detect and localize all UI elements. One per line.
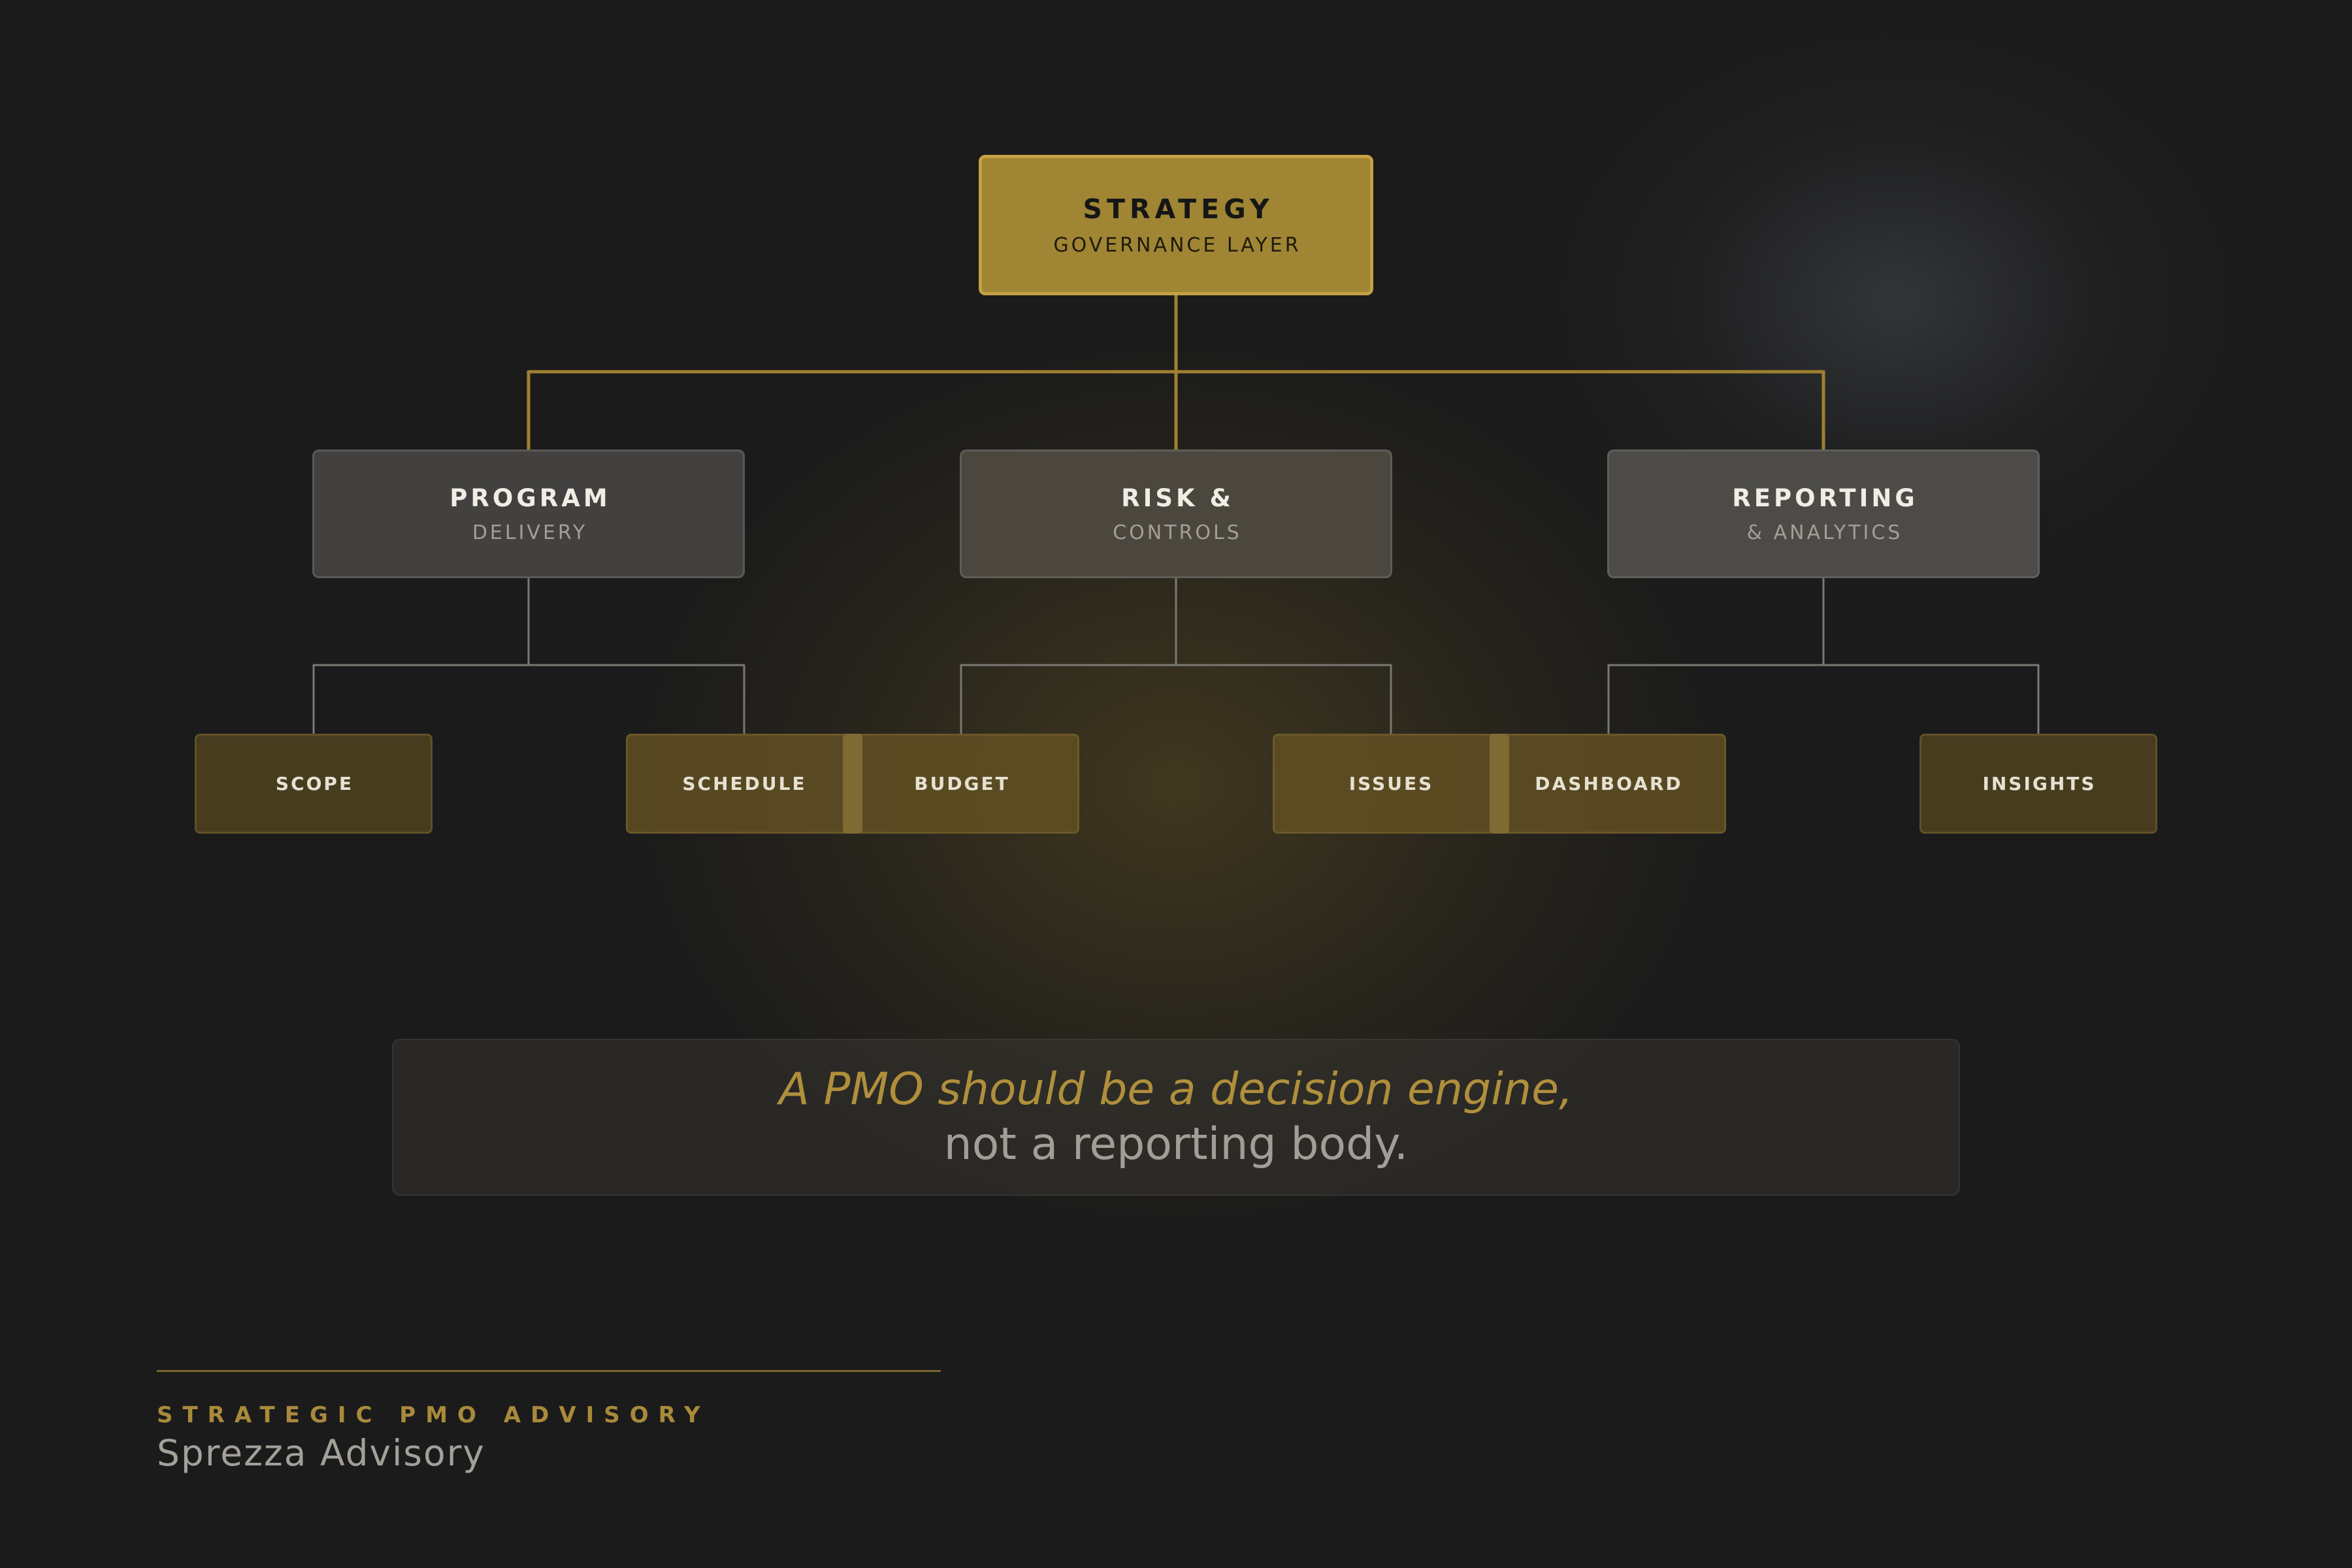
node-reporting-title: REPORTING <box>1732 483 1918 512</box>
node-scope-label: SCOPE <box>275 773 354 794</box>
quote-line-1: A PMO should be a decision engine, <box>779 1064 1573 1115</box>
leaf-overlap-seam <box>843 734 862 834</box>
node-dashboard-label: DASHBOARD <box>1535 773 1683 794</box>
node-risk-subtitle: CONTROLS <box>1113 521 1242 544</box>
leaf-overlap-seam <box>1490 734 1509 834</box>
node-insights: INSIGHTS <box>1919 734 2157 834</box>
quote-callout: A PMO should be a decision engine, not a… <box>392 1039 1960 1196</box>
footer-brand: Sprezza Advisory <box>157 1432 485 1474</box>
node-program-subtitle: DELIVERY <box>472 521 588 544</box>
footer-tagline: STRATEGIC PMO ADVISORY <box>157 1402 710 1428</box>
node-risk: RISK & CONTROLS <box>960 449 1392 578</box>
node-strategy-title: STRATEGY <box>1083 193 1274 225</box>
node-scope: SCOPE <box>195 734 433 834</box>
node-issues-label: ISSUES <box>1348 773 1434 794</box>
node-budget-label: BUDGET <box>914 773 1010 794</box>
node-schedule: SCHEDULE <box>626 734 861 834</box>
node-reporting-subtitle: & ANALYTICS <box>1746 521 1903 544</box>
node-insights-label: INSIGHTS <box>1982 773 2097 794</box>
node-strategy-subtitle: GOVERNANCE LAYER <box>1053 234 1301 257</box>
footer-divider <box>157 1370 941 1372</box>
node-program: PROGRAM DELIVERY <box>312 449 745 578</box>
node-strategy: STRATEGY GOVERNANCE LAYER <box>979 155 1373 295</box>
node-budget: BUDGET <box>843 734 1079 834</box>
node-risk-title: RISK & <box>1121 483 1234 512</box>
node-schedule-label: SCHEDULE <box>682 773 807 794</box>
node-reporting: REPORTING & ANALYTICS <box>1607 449 2040 578</box>
node-issues: ISSUES <box>1273 734 1508 834</box>
node-program-title: PROGRAM <box>449 483 611 512</box>
node-dashboard: DASHBOARD <box>1490 734 1726 834</box>
quote-line-2: not a reporting body. <box>943 1119 1409 1170</box>
